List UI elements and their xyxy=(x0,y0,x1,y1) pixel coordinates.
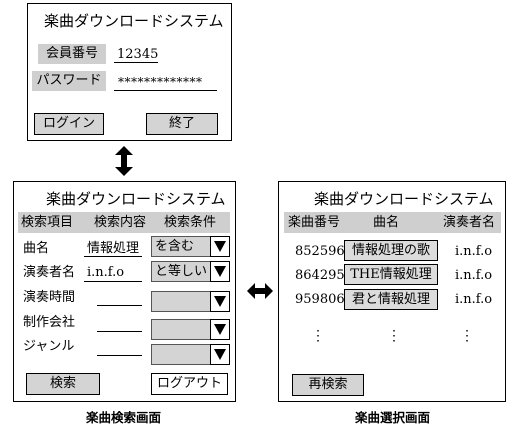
select-header-number: 楽曲番号 xyxy=(288,215,341,230)
dropdown-arrow-icon[interactable] xyxy=(210,344,230,365)
song-artist-2: i.n.f.o xyxy=(455,268,493,283)
search-screen-caption: 楽曲検索画面 xyxy=(86,410,162,425)
select-title: 楽曲ダウンロードシステム xyxy=(314,190,494,208)
login-button[interactable]: ログイン xyxy=(34,113,104,135)
search-header-content: 検索内容 xyxy=(94,215,147,230)
genre-label: ジャンル xyxy=(23,339,75,354)
play-time-condition-select[interactable] xyxy=(151,291,230,312)
genre-input[interactable] xyxy=(97,355,142,356)
song-number-3: 959806 xyxy=(295,292,345,307)
play-time-condition-value xyxy=(151,291,210,312)
password-label: パスワード xyxy=(32,71,106,91)
artist-name-condition-select[interactable]: と等しい xyxy=(151,261,230,282)
ellipsis-song: ⋮ xyxy=(387,328,401,344)
artist-name-input[interactable]: i.n.f.o xyxy=(87,265,125,280)
search-button[interactable]: 検索 xyxy=(26,373,100,395)
song-button-2[interactable]: THE情報処理 xyxy=(344,264,438,285)
song-number-2: 864295 xyxy=(295,268,345,283)
song-title-input[interactable]: 情報処理 xyxy=(87,241,140,256)
select-screen-caption: 楽曲選択画面 xyxy=(355,410,431,425)
dropdown-arrow-icon[interactable] xyxy=(210,236,230,257)
song-title-condition-select[interactable]: を含む xyxy=(151,236,230,257)
song-button-1[interactable]: 情報処理の歌 xyxy=(344,240,438,261)
play-time-input[interactable] xyxy=(97,305,142,306)
password-field[interactable]: ************* xyxy=(118,75,203,89)
dropdown-arrow-icon[interactable] xyxy=(210,261,230,282)
ellipsis-number: ⋮ xyxy=(311,328,325,344)
vertical-double-arrow-icon xyxy=(115,146,133,176)
production-company-condition-select[interactable] xyxy=(151,319,230,340)
search-header-condition: 検索条件 xyxy=(164,215,217,230)
song-title-condition-value: を含む xyxy=(151,236,210,257)
exit-button[interactable]: 終了 xyxy=(146,113,218,135)
dropdown-arrow-icon[interactable] xyxy=(210,319,230,340)
select-header-row xyxy=(284,212,501,233)
ellipsis-artist: ⋮ xyxy=(460,328,474,344)
select-header-artist: 演奏者名 xyxy=(443,215,496,230)
logout-button[interactable]: ログアウト xyxy=(151,373,228,395)
member-number-underline xyxy=(114,62,158,63)
song-title-label: 曲名 xyxy=(23,241,50,256)
artist-name-label: 演奏者名 xyxy=(23,265,76,280)
play-time-label: 演奏時間 xyxy=(23,290,76,305)
song-artist-1: i.n.f.o xyxy=(455,244,493,259)
song-number-1: 852596 xyxy=(295,244,345,259)
search-header-row xyxy=(18,212,230,233)
song-title-underline xyxy=(84,256,142,257)
genre-condition-select[interactable] xyxy=(151,344,230,365)
artist-name-condition-value: と等しい xyxy=(151,261,210,282)
search-header-item: 検索項目 xyxy=(21,215,74,230)
genre-condition-value xyxy=(151,344,210,365)
dropdown-arrow-icon[interactable] xyxy=(210,291,230,312)
horizontal-double-arrow-icon xyxy=(247,283,273,299)
song-artist-3: i.n.f.o xyxy=(455,292,493,307)
research-button[interactable]: 再検索 xyxy=(292,374,364,396)
production-company-input[interactable] xyxy=(97,331,142,332)
member-number-label: 会員番号 xyxy=(38,44,106,64)
production-company-condition-value xyxy=(151,319,210,340)
production-company-label: 制作会社 xyxy=(23,315,76,330)
select-header-song: 曲名 xyxy=(373,215,400,230)
artist-name-underline xyxy=(84,281,142,282)
password-underline xyxy=(114,90,217,91)
song-button-3[interactable]: 君と情報処理 xyxy=(344,289,438,310)
search-title: 楽曲ダウンロードシステム xyxy=(46,190,226,208)
member-number-field[interactable]: 12345 xyxy=(117,47,159,62)
login-title: 楽曲ダウンロードシステム xyxy=(44,12,224,30)
